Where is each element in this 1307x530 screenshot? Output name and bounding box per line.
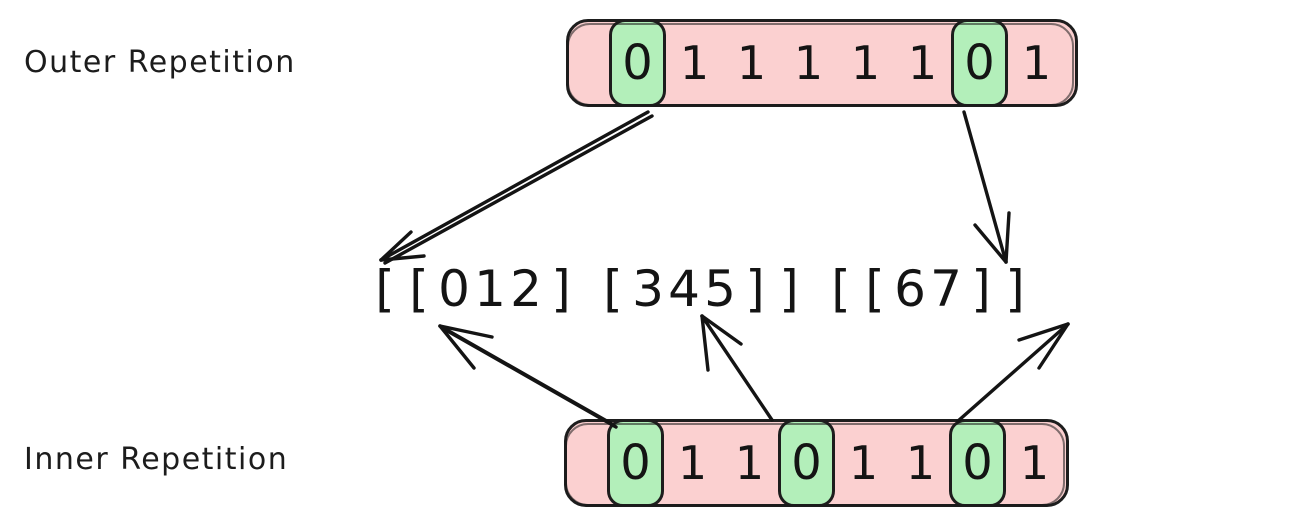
expr-token-14: 6	[894, 260, 926, 318]
expr-token-2: 0	[438, 260, 470, 318]
expr-token-15: 7	[930, 260, 962, 318]
expr-token-16: ]	[971, 260, 991, 318]
outer-bit-6[interactable]: 0	[951, 19, 1008, 107]
outer-bit-3-value: 1	[793, 36, 824, 90]
bar-left-padding	[569, 22, 609, 104]
expr-token-0: [	[375, 260, 395, 318]
arrow-inner-zero-3-to-sublist-1	[700, 314, 774, 422]
inner-bit-5[interactable]: 1	[892, 422, 949, 504]
outer-bit-5[interactable]: 1	[894, 22, 951, 104]
expr-token-1: [	[409, 260, 429, 318]
expr-token-9: 5	[704, 260, 736, 318]
outer-bit-4-value: 1	[850, 36, 881, 90]
outer-bit-6-value: 0	[964, 35, 995, 91]
outer-bit-5-value: 1	[907, 36, 938, 90]
inner-bit-0[interactable]: 0	[607, 419, 664, 507]
expr-token-17: ]	[1005, 260, 1025, 318]
inner-bit-2-value: 1	[734, 436, 765, 490]
inner-bit-1-value: 1	[677, 436, 708, 490]
inner-bit-7-value: 1	[1019, 436, 1050, 490]
arrow-inner-zero-6-to-sublist-2	[956, 322, 1070, 423]
inner-bit-3-value: 0	[791, 435, 822, 491]
inner-bit-2[interactable]: 1	[721, 422, 778, 504]
nested-index-expression: [ [ 0 1 2 ] [ 3 4 5 ] ] [ [ 6 7 ] ]	[368, 258, 1032, 320]
inner-bit-4-value: 1	[848, 436, 879, 490]
outer-bit-1-value: 1	[679, 36, 710, 90]
outer-bit-7[interactable]: 1	[1008, 22, 1065, 104]
inner-bit-0-value: 0	[620, 435, 651, 491]
outer-bit-0-value: 0	[622, 35, 653, 91]
outer-bit-3[interactable]: 1	[780, 22, 837, 104]
inner-repetition-bitstring-bar: 0 1 1 0 1 1 0 1	[564, 419, 1069, 507]
expr-token-3: 1	[474, 260, 506, 318]
bar-left-padding	[567, 422, 607, 504]
inner-bit-4[interactable]: 1	[835, 422, 892, 504]
expr-token-6: [	[603, 260, 623, 318]
expr-token-11: ]	[779, 260, 799, 318]
inner-bit-7[interactable]: 1	[1006, 422, 1063, 504]
arrow-inner-zero-0-to-sublist-0	[438, 324, 618, 429]
inner-bit-5-value: 1	[905, 436, 936, 490]
outer-repetition-label: Outer Repetition	[24, 45, 296, 80]
inner-repetition-label: Inner Repetition	[24, 442, 289, 477]
arrow-outer-zero-0-to-group-0	[379, 110, 654, 265]
inner-bit-3[interactable]: 0	[778, 419, 835, 507]
arrow-outer-zero-6-to-group-1	[962, 110, 1011, 264]
expr-token-4: 2	[510, 260, 542, 318]
outer-bit-2-value: 1	[736, 36, 767, 90]
inner-bit-6[interactable]: 0	[949, 419, 1006, 507]
outer-bit-4[interactable]: 1	[837, 22, 894, 104]
expr-token-13: [	[865, 260, 885, 318]
outer-repetition-bitstring-bar: 0 1 1 1 1 1 0 1	[566, 19, 1078, 107]
outer-bit-7-value: 1	[1021, 36, 1052, 90]
outer-bit-0[interactable]: 0	[609, 19, 666, 107]
inner-bit-6-value: 0	[962, 435, 993, 491]
inner-bit-1[interactable]: 1	[664, 422, 721, 504]
expr-token-8: 4	[668, 260, 700, 318]
expr-token-12: [	[831, 260, 851, 318]
expr-token-5: ]	[551, 260, 571, 318]
expr-token-10: ]	[745, 260, 765, 318]
expr-token-7: 3	[632, 260, 664, 318]
outer-bit-1[interactable]: 1	[666, 22, 723, 104]
outer-bit-2[interactable]: 1	[723, 22, 780, 104]
